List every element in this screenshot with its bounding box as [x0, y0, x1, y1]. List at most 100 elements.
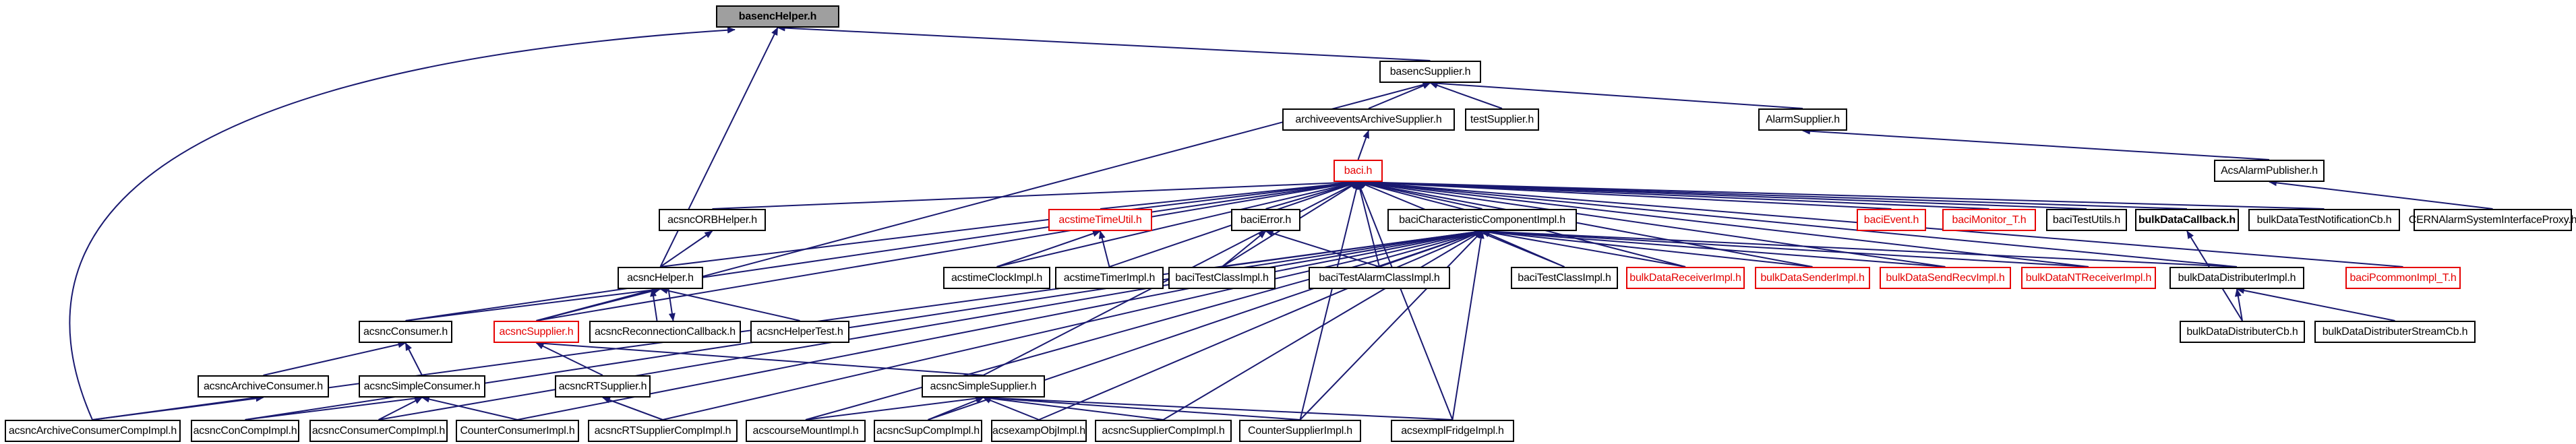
graph-node-baciPcommonImpl_T[interactable]: baciPcommonImpl_T.h — [2345, 267, 2461, 289]
graph-node-acsncORBHelper[interactable]: acsncORBHelper.h — [659, 209, 766, 231]
edge-baci-to-archiveeventsArchiveSupplier — [1357, 130, 1369, 160]
graph-node-acsncSimpleSupplier[interactable]: acsncSimpleSupplier.h — [922, 375, 1045, 398]
edge-archiveeventsArchiveSupplier-to-basencSupplier — [1368, 82, 1431, 109]
edge-CounterSupplierImpl-to-acsncSimpleSupplier — [982, 394, 1300, 420]
edge-bulkDataNTReceiverImpl-to-baciCharacteristicComponentImpl — [1481, 228, 2089, 267]
graph-node-baci[interactable]: baci.h — [1334, 160, 1383, 182]
graph-node-bulkDataCallback[interactable]: bulkDataCallback.h — [2135, 209, 2239, 231]
edge-acsncSimpleConsumer-to-acsncConsumer — [405, 342, 423, 376]
edge-CounterConsumerImpl-to-acsncSimpleConsumer — [421, 395, 518, 420]
graph-node-CounterSupplierImpl[interactable]: CounterSupplierImpl.h — [1239, 420, 1361, 442]
edge-acsexmplFridgeImpl-to-acsncSimpleSupplier — [982, 394, 1453, 420]
graph-node-acstimeTimeUtil[interactable]: acstimeTimeUtil.h — [1048, 209, 1152, 231]
edge-acsexampObjImpl-to-baciCharacteristicComponentImpl — [1038, 230, 1483, 420]
graph-node-baciTestClassImpl_a[interactable]: baciTestClassImpl.h — [1168, 267, 1276, 289]
edge-bulkDataSenderImpl-to-baciCharacteristicComponentImpl — [1481, 228, 1813, 267]
graph-node-baciTestClassImpl_b[interactable]: baciTestClassImpl.h — [1511, 267, 1618, 289]
edge-baciTestClassImpl_b-to-baciCharacteristicComponentImpl — [1481, 230, 1565, 267]
edge-acstimeClockImpl-to-baci — [996, 180, 1359, 267]
edge-acsncConsumer-to-acsncHelper — [405, 286, 661, 321]
graph-node-acsncHelperTest[interactable]: acsncHelperTest.h — [750, 321, 849, 343]
edge-bulkDataSendRecvImpl-to-baciCharacteristicComponentImpl — [1481, 228, 1946, 267]
edge-acsncConsumerCompImpl-to-acsncSimpleConsumer — [378, 397, 423, 420]
graph-node-bulkDataTestNotificationCb[interactable]: bulkDataTestNotificationCb.h — [2248, 209, 2400, 231]
edge-CounterSupplierImpl-to-baci — [1299, 181, 1360, 420]
graph-node-AlarmSupplier[interactable]: AlarmSupplier.h — [1758, 108, 1847, 131]
edge-bulkDataSenderImpl-to-baci — [1357, 180, 1813, 267]
graph-node-acsncSimpleConsumer[interactable]: acsncSimpleConsumer.h — [359, 375, 485, 398]
edge-acsncArchiveConsumerCompImpl-to-acsncArchiveConsumer — [92, 395, 264, 420]
edge-acsexmplFridgeImpl-to-baciCharacteristicComponentImpl — [1451, 230, 1485, 420]
edge-acsncSupplierCompImpl-to-acsncSimpleSupplier — [982, 395, 1164, 420]
graph-node-bulkDataNTReceiverImpl[interactable]: bulkDataNTReceiverImpl.h — [2021, 267, 2156, 289]
edge-baciError-to-baci — [1265, 181, 1359, 210]
edge-AlarmSupplier-to-basencSupplier — [1429, 80, 1803, 109]
graph-node-acsncConsumerCompImpl[interactable]: acsncConsumerCompImpl.h — [309, 420, 448, 442]
graph-node-acsexampObjImpl[interactable]: acsexampObjImpl.h — [991, 420, 1087, 442]
edge-acstimeClockImpl-to-acstimeTimeUtil — [996, 230, 1101, 267]
edge-acsncRTSupplierCompImpl-to-acsncRTSupplier — [602, 397, 663, 420]
edge-acsncHelperTest-to-acsncHelper — [659, 287, 800, 321]
edge-acsncRTSupplier-to-acsncSupplier — [535, 342, 603, 376]
graph-node-baciError[interactable]: baciError.h — [1231, 209, 1300, 231]
graph-node-CounterConsumerImpl[interactable]: CounterConsumerImpl.h — [456, 420, 579, 442]
edge-acsncReconnectionCallback-to-acsncHelper — [650, 288, 658, 321]
edge-baciTestAlarmClassImpl-to-baciError — [1265, 230, 1380, 267]
graph-node-acsncSupCompImpl[interactable]: acsncSupCompImpl.h — [874, 420, 982, 442]
edge-acsncRTSupplierCompImpl-to-baciCharacteristicComponentImpl — [662, 229, 1483, 420]
graph-node-baciTestAlarmClassImpl[interactable]: baciTestAlarmClassImpl.h — [1309, 267, 1450, 289]
graph-node-CERNAlarmSystemInterfaceProxy[interactable]: CERNAlarmSystemInterfaceProxy.h — [2409, 209, 2576, 231]
graph-node-bulkDataDistributerStreamCb[interactable]: bulkDataDistributerStreamCb.h — [2314, 321, 2476, 343]
edge-bulkDataDistributerImpl-to-baci — [1357, 179, 2238, 267]
graph-node-bulkDataSendRecvImpl[interactable]: bulkDataSendRecvImpl.h — [1880, 267, 2011, 289]
graph-node-bulkDataDistributerCb[interactable]: bulkDataDistributerCb.h — [2180, 321, 2305, 343]
graph-node-baciMonitor_T[interactable]: baciMonitor_T.h — [1942, 209, 2036, 231]
edge-acsncSupplier-to-baci — [536, 179, 1359, 321]
edge-acsncHelper-to-acsncReconnectionCallback — [667, 288, 676, 321]
graph-node-AcsAlarmPublisher[interactable]: AcsAlarmPublisher.h — [2214, 160, 2325, 182]
graph-node-acsexmplFridgeImpl[interactable]: acsexmplFridgeImpl.h — [1391, 420, 1514, 442]
edge-CERNAlarmSystemInterfaceProxy-to-AcsAlarmPublisher — [2269, 179, 2493, 210]
graph-node-bulkDataDistributerImpl[interactable]: bulkDataDistributerImpl.h — [2169, 267, 2304, 289]
edge-acsncArchiveConsumer-to-acsncConsumer — [263, 341, 407, 376]
edge-basencSupplier-to-basencHelper — [777, 24, 1431, 61]
graph-node-acsncSupplier[interactable]: acsncSupplier.h — [493, 321, 579, 343]
graph-node-acscourseMountImpl[interactable]: acscourseMountImpl.h — [746, 420, 866, 442]
graph-node-acsncArchiveConsumerCompImpl[interactable]: acsncArchiveConsumerCompImpl.h — [5, 420, 181, 442]
graph-node-acsncConsumer[interactable]: acsncConsumer.h — [359, 321, 452, 343]
graph-node-acsncArchiveConsumer[interactable]: acsncArchiveConsumer.h — [198, 375, 329, 398]
graph-node-bulkDataReceiverImpl[interactable]: bulkDataReceiverImpl.h — [1626, 267, 1745, 289]
edge-testSupplier-to-basencSupplier — [1429, 82, 1503, 109]
graph-node-archiveeventsArchiveSupplier[interactable]: archiveeventsArchiveSupplier.h — [1282, 108, 1455, 131]
edge-acsncSupCompImpl-to-acsncSimpleSupplier — [928, 397, 984, 420]
graph-node-acsncRTSupplier[interactable]: acsncRTSupplier.h — [555, 375, 651, 398]
graph-node-acsncSupplierCompImpl[interactable]: acsncSupplierCompImpl.h — [1095, 420, 1232, 442]
graph-node-testSupplier[interactable]: testSupplier.h — [1465, 108, 1539, 131]
graph-node-acsncConCompImpl[interactable]: acsncConCompImpl.h — [191, 420, 299, 442]
edge-acstimeTimerImpl-to-acstimeTimeUtil — [1098, 230, 1110, 267]
graph-node-basencHelper[interactable]: basencHelper.h — [716, 5, 839, 28]
edge-acsncHelper-to-acsncORBHelper — [659, 230, 713, 267]
graph-node-acstimeClockImpl[interactable]: acstimeClockImpl.h — [943, 267, 1050, 289]
graph-node-acsncReconnectionCallback[interactable]: acsncReconnectionCallback.h — [589, 321, 741, 343]
edge-acscourseMountImpl-to-acsncSimpleSupplier — [805, 395, 984, 420]
edge-bulkDataReceiverImpl-to-baciCharacteristicComponentImpl — [1481, 228, 1686, 267]
graph-node-acsncRTSupplierCompImpl[interactable]: acsncRTSupplierCompImpl.h — [588, 420, 738, 442]
graph-node-basencSupplier[interactable]: basencSupplier.h — [1379, 61, 1481, 83]
edge-acscourseMountImpl-to-baciCharacteristicComponentImpl — [805, 230, 1483, 420]
edge-AcsAlarmPublisher-to-AlarmSupplier — [1802, 127, 2270, 160]
graph-node-acstimeTimerImpl[interactable]: acstimeTimerImpl.h — [1055, 267, 1164, 289]
edge-acsexmplFridgeImpl-to-baci — [1357, 181, 1454, 420]
edge-baciTestAlarmClassImpl-to-baci — [1356, 181, 1380, 267]
graph-node-bulkDataSenderImpl[interactable]: bulkDataSenderImpl.h — [1755, 267, 1870, 289]
graph-node-baciTestUtils[interactable]: baciTestUtils.h — [2046, 209, 2127, 231]
edge-CounterConsumerImpl-to-baciCharacteristicComponentImpl — [517, 229, 1483, 420]
edge-acsncSimpleSupplier-to-acsncSupplier — [535, 340, 984, 376]
edge-acstimeTimeUtil-to-baci — [1100, 179, 1359, 210]
graph-node-baciEvent[interactable]: baciEvent.h — [1857, 209, 1926, 231]
graph-node-acsncHelper[interactable]: acsncHelper.h — [618, 267, 703, 289]
graph-node-baciCharacteristicComponentImpl[interactable]: baciCharacteristicComponentImpl.h — [1387, 209, 1577, 231]
